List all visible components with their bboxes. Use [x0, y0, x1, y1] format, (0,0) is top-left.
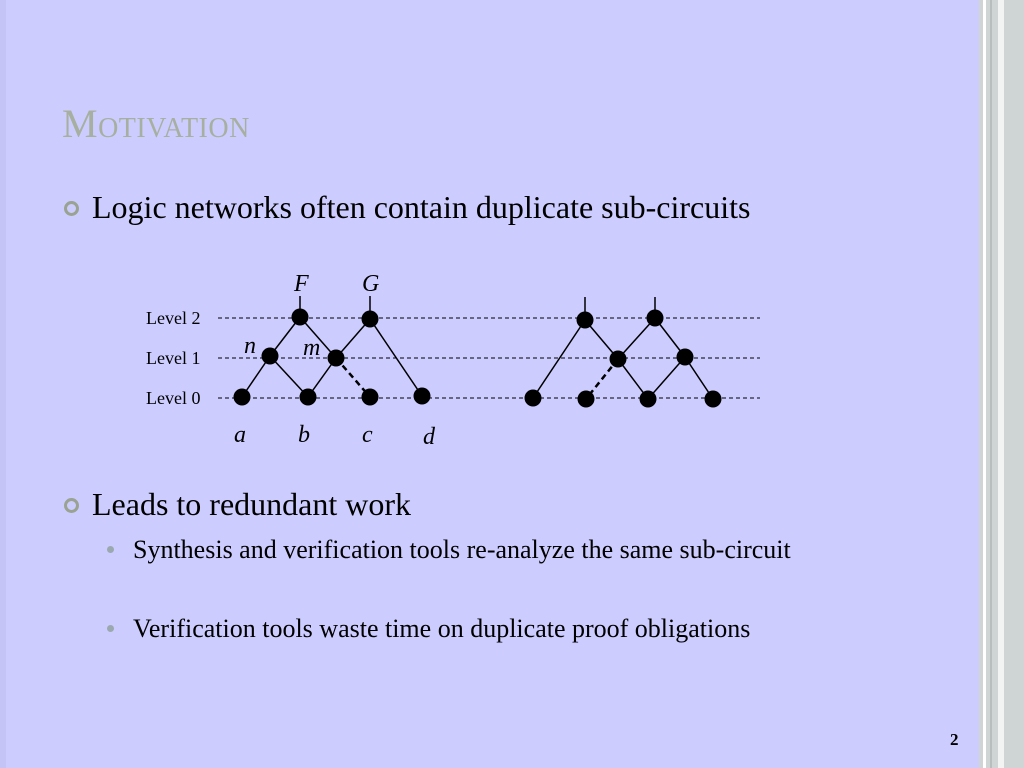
level-label: Level 2 [146, 308, 200, 328]
sub-bullet-text: Verification tools waste time on duplica… [133, 614, 751, 643]
node [609, 350, 627, 368]
node-G [361, 310, 379, 328]
edge [299, 316, 337, 359]
output-label: F [293, 271, 309, 297]
edge [532, 319, 586, 399]
border-line [990, 0, 992, 768]
level-label: Level 0 [146, 388, 200, 408]
bullet-ring-icon [64, 498, 79, 513]
node-c [361, 388, 379, 406]
node [704, 390, 722, 408]
edge [584, 319, 619, 360]
node [524, 389, 542, 407]
node-m [327, 349, 345, 367]
level-label: Level 1 [146, 348, 200, 368]
edge [269, 355, 309, 398]
dashed-edge [585, 358, 619, 400]
bullet-text: Logic networks often contain duplicate s… [92, 189, 751, 225]
node-d [413, 387, 431, 405]
node [639, 390, 657, 408]
edge [617, 317, 656, 360]
sub-bullet-dot-icon [107, 625, 114, 632]
input-label: c [362, 422, 373, 448]
border-line [983, 0, 986, 768]
node [646, 309, 664, 327]
node [676, 348, 694, 366]
node-a [233, 388, 251, 406]
edge [335, 318, 371, 359]
border-line [998, 0, 1004, 768]
bullet-ring-icon [64, 201, 79, 216]
page-number: 2 [950, 730, 959, 749]
node [577, 390, 595, 408]
left-edge-strip [0, 0, 6, 768]
node-n [261, 347, 279, 365]
edge [369, 318, 423, 397]
sub-bullet-dot-icon [107, 546, 114, 553]
edge [647, 356, 686, 400]
input-label: a [234, 422, 246, 448]
slide-title: Motivation [62, 101, 250, 146]
node [576, 311, 594, 329]
output-label: G [362, 271, 379, 297]
node-b [299, 388, 317, 406]
input-label: b [298, 422, 310, 448]
dashed-edge [335, 357, 371, 398]
internal-label: n [244, 333, 256, 359]
internal-label: m [303, 335, 320, 361]
bullet-text: Leads to redundant work [92, 486, 412, 522]
node-F [291, 308, 309, 326]
input-label: d [423, 424, 436, 450]
sub-bullet-text: Synthesis and verification tools re-anal… [133, 535, 791, 564]
